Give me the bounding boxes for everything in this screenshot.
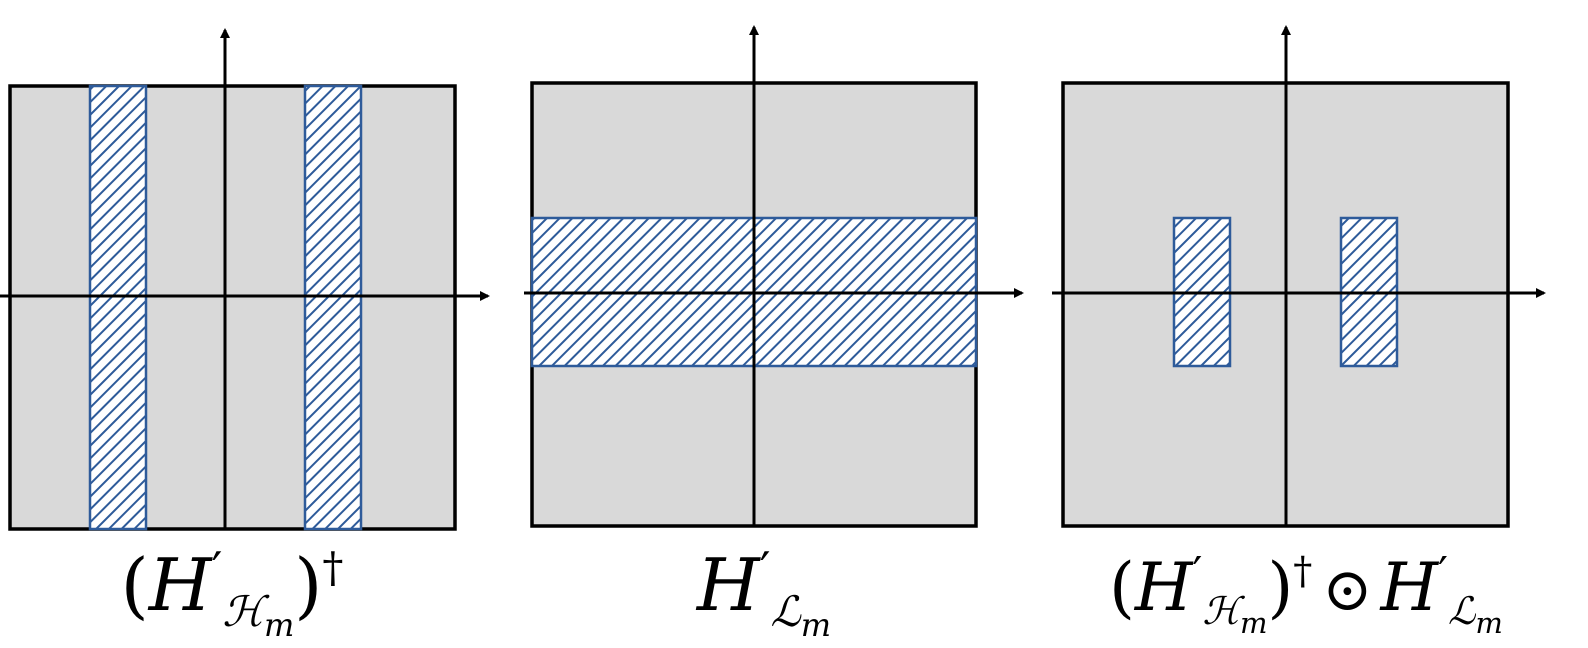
panel-product: (H′ℋm)†⊙H′ℒm (1052, 25, 1546, 640)
caption-base-2: H (1379, 549, 1439, 626)
panel-high-pass: (H′ℋm)† (0, 28, 490, 644)
caption-subscript: ℋ (222, 587, 270, 636)
hatched-band-left (88, 84, 148, 531)
caption-close-paren: ) (1267, 549, 1293, 626)
hatched-band-right (303, 84, 363, 531)
panel-caption: (H′ℋm)†⊙H′ℒm (1109, 548, 1503, 640)
caption-open-paren: ( (1109, 549, 1135, 626)
panel-caption: H′ℒm (695, 542, 831, 644)
panel-background (8, 84, 457, 531)
caption-subsubscript: m (801, 606, 831, 644)
caption-dagger: † (1293, 549, 1312, 593)
caption-base: H (147, 543, 213, 627)
caption-dagger: † (322, 543, 343, 592)
caption-prime: ′ (212, 542, 223, 598)
caption-hadamard-operator: ⊙ (1322, 555, 1372, 625)
caption-close-paren: ) (294, 543, 322, 627)
caption-subsubscript: m (264, 606, 294, 644)
caption-open-paren: ( (121, 543, 149, 627)
caption-subscript: ℒ (771, 587, 802, 636)
caption-subscript: ℋ (1202, 589, 1245, 633)
panel-caption: (H′ℋm)† (121, 542, 344, 644)
caption-subsubscript: m (1240, 606, 1268, 640)
caption-base: H (1134, 549, 1194, 626)
caption-subscript-2: ℒ (1448, 589, 1477, 633)
caption-prime-2: ′ (1438, 548, 1448, 599)
caption-base: H (695, 543, 761, 627)
panel-low-pass: H′ℒm (524, 25, 1024, 644)
caption-subsubscript-2: m (1475, 606, 1503, 640)
caption-prime: ′ (760, 542, 771, 598)
caption-prime: ′ (1192, 548, 1202, 599)
